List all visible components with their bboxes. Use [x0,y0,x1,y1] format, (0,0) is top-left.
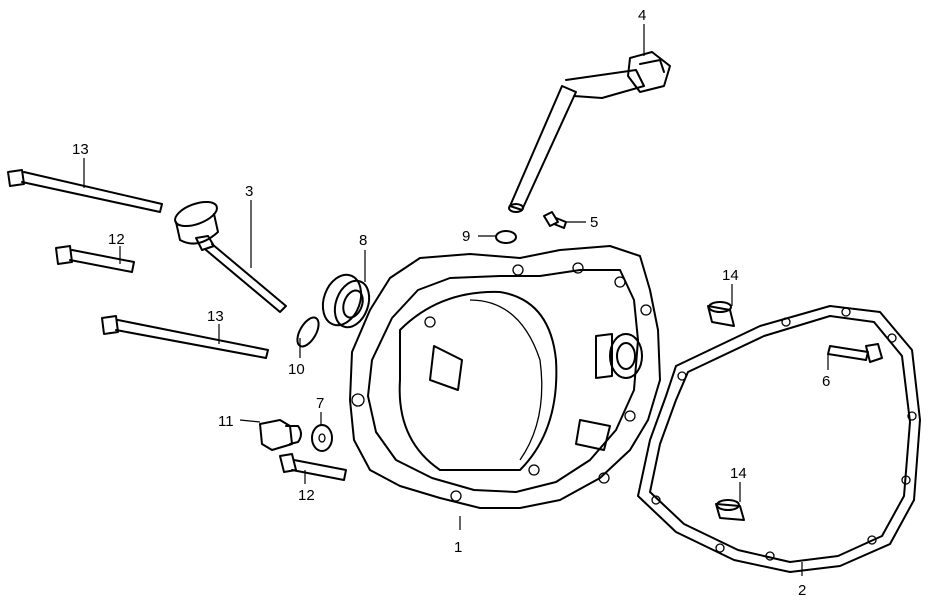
oil-seal-8 [321,250,371,329]
callout-1: 1 [454,539,462,556]
washer-7 [311,412,333,452]
callout-12-lower: 12 [298,487,315,504]
callout-13-lower: 13 [207,308,224,325]
bolt-6 [827,343,883,370]
dowel-pin-14-upper [707,284,735,327]
callout-11: 11 [218,413,234,430]
callout-14-lower: 14 [730,465,747,482]
callout-14-upper: 14 [722,267,739,284]
dowel-pin-14-lower [715,482,745,521]
gasket-2 [637,305,921,576]
callout-10: 10 [288,361,305,378]
callout-7: 7 [316,395,324,412]
bolt-12-lower [279,453,347,484]
callout-5: 5 [590,214,598,231]
washer-9 [478,230,517,244]
callout-13-upper: 13 [72,141,89,158]
callout-8: 8 [359,232,367,249]
bolt-13-upper [7,158,163,213]
o-ring-10 [296,316,320,358]
bolt-12-upper [55,245,135,273]
callout-4: 4 [638,7,646,24]
screw-5 [543,211,586,229]
bolt-13-lower [101,315,269,359]
cap-nut-11 [239,419,302,451]
callout-2: 2 [798,582,806,599]
callout-9: 9 [462,228,470,245]
oil-filler-cap-3 [174,200,287,313]
callout-3: 3 [245,183,253,200]
callout-12-upper: 12 [108,231,125,248]
clutch-cover-1 [349,245,661,530]
callout-6: 6 [822,373,830,390]
shaft-arm-4 [508,24,671,213]
